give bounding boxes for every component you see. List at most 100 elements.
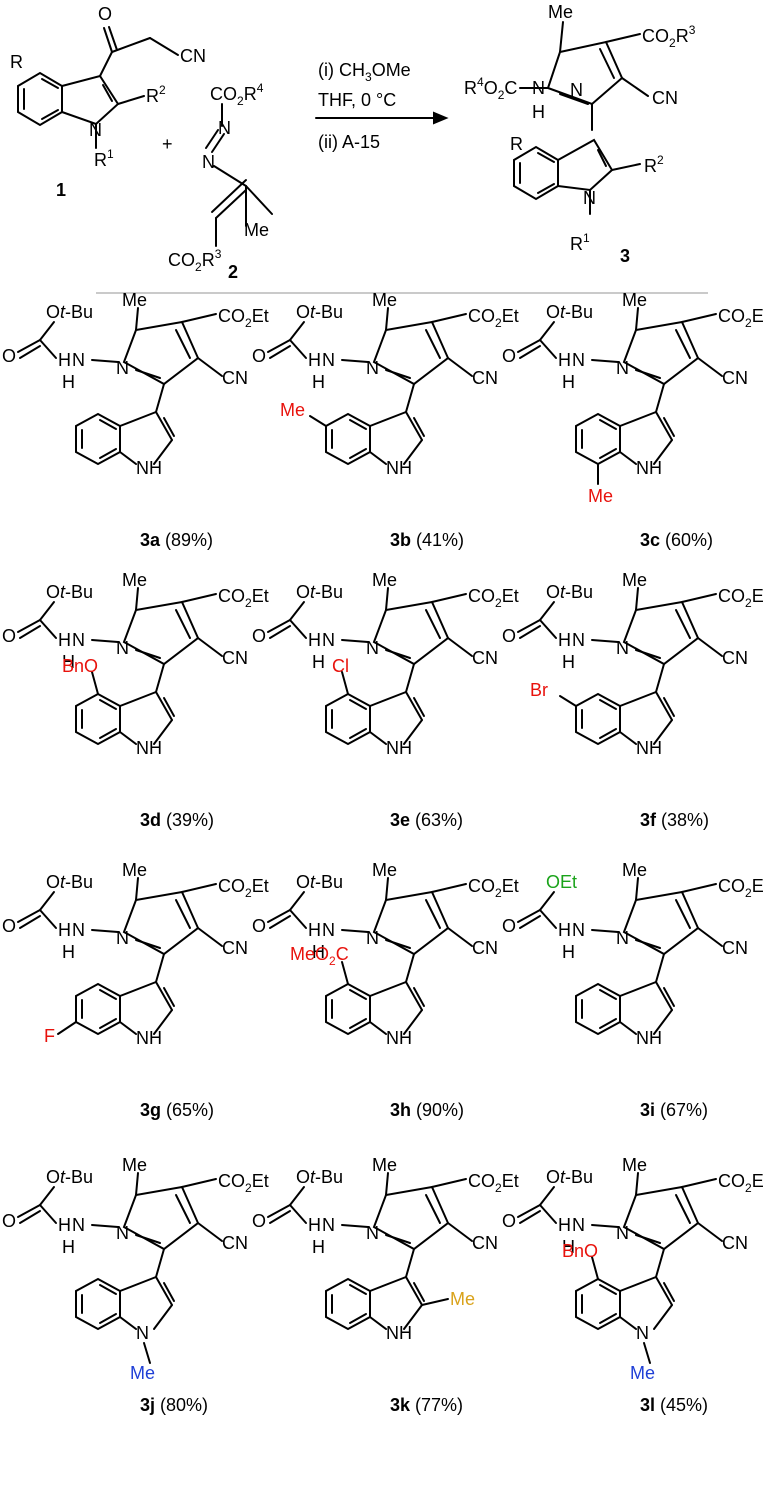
bond: [99, 1313, 117, 1324]
ester-otbu-label: Ot-Bu: [46, 1167, 93, 1187]
bond: [175, 1194, 191, 1224]
indole-bond: [403, 1009, 423, 1035]
carbonyl-o-label: O: [2, 626, 16, 646]
bond: [155, 663, 165, 693]
bond: [289, 891, 305, 911]
co2r3-label-3: CO2R3: [642, 23, 696, 50]
bond: [289, 909, 307, 929]
bond: [599, 1313, 617, 1324]
indole-double: [413, 1282, 425, 1302]
ester-co2et-label: CO2Et: [468, 1171, 519, 1195]
hydrazide-h-label: H: [62, 652, 75, 672]
hydrazide-h2-label: H: [308, 920, 321, 940]
pyrrole-ring: [372, 600, 450, 666]
bond: [197, 927, 223, 947]
bond: [155, 383, 165, 413]
indole-bond: [655, 691, 673, 721]
ester-otbu-label: Ot-Bu: [296, 1167, 343, 1187]
bond: [519, 345, 541, 359]
bond: [143, 1342, 151, 1364]
bond: [675, 899, 691, 929]
bond: [267, 619, 291, 633]
bond: [135, 877, 139, 901]
compound-2-label: 2: [228, 262, 238, 282]
bond: [559, 695, 577, 707]
bond: [447, 637, 473, 657]
bond: [635, 1172, 639, 1196]
bond: [39, 321, 55, 341]
indole-n-label: NH: [636, 738, 662, 758]
bond: [39, 909, 57, 929]
r-label: R: [10, 52, 23, 72]
bond: [349, 1284, 367, 1295]
bond: [517, 1204, 541, 1218]
yield-caption-3f: 3f (38%): [640, 810, 709, 830]
pyrrole-n-label: N: [616, 638, 629, 658]
indole-bond: [369, 691, 407, 707]
indole-n-label: NH: [636, 1028, 662, 1048]
bond: [591, 639, 619, 643]
bond: [643, 1342, 651, 1364]
indole-double: [413, 987, 425, 1007]
bond: [269, 1210, 291, 1224]
bond: [197, 637, 223, 657]
indole-bond: [655, 981, 673, 1011]
hydrazide-h2-label: H: [308, 630, 321, 650]
indole-n-label: NH: [386, 458, 412, 478]
carbonyl-o-label: O: [502, 346, 516, 366]
bond: [405, 1248, 415, 1278]
pyrrole-ring: [372, 320, 450, 386]
bond: [341, 639, 369, 643]
bond: [385, 877, 389, 901]
bond: [17, 909, 41, 923]
indole-bond: [653, 439, 673, 465]
bond: [591, 359, 619, 363]
ester-oet-label: OEt: [546, 872, 577, 892]
bond: [519, 625, 541, 639]
bond: [19, 625, 41, 639]
bond: [349, 1313, 367, 1324]
indole-n-label: N: [136, 1323, 149, 1343]
pyrrole-n-label: N: [366, 638, 379, 658]
bond: [385, 369, 411, 379]
indole-bond: [619, 411, 657, 427]
cn-label-3: CN: [652, 88, 678, 108]
bond: [175, 609, 191, 639]
bond: [619, 1021, 637, 1035]
indole-bond: [153, 439, 173, 465]
indole-bond: [119, 1276, 157, 1292]
bond: [635, 649, 661, 659]
substituent-c6-label: F: [44, 1026, 55, 1046]
pyrrole-n-label-3: N: [570, 80, 583, 100]
indole-bond: [403, 1304, 423, 1330]
pyrrole-ring: [622, 600, 700, 666]
ester-otbu-label: Ot-Bu: [296, 302, 343, 322]
pyrrole-n-label: N: [616, 358, 629, 378]
hydrazide-n-label: N: [322, 350, 335, 370]
carbonyl-o-label: O: [2, 1211, 16, 1231]
bond: [99, 728, 117, 739]
hydrazide-h2-label: H: [308, 1215, 321, 1235]
bond: [519, 915, 541, 929]
bond: [181, 593, 217, 603]
yield-caption-3k: 3k (77%): [390, 1395, 463, 1415]
compound-1-label: 1: [56, 180, 66, 200]
pyrrole-ring: [122, 320, 200, 386]
indole-bond: [619, 981, 657, 997]
bond: [635, 877, 639, 901]
bond: [591, 929, 619, 933]
co2r4-label: CO2R4: [210, 81, 264, 108]
bond: [349, 448, 367, 459]
compound-3-label: 3: [620, 246, 630, 266]
indole-double: [413, 417, 425, 437]
bond: [385, 939, 411, 949]
hydrazide-n-label: N: [322, 1215, 335, 1235]
bond: [289, 601, 305, 621]
ester-otbu-label: Ot-Bu: [296, 872, 343, 892]
indole-bond: [155, 1276, 173, 1306]
indole-double: [163, 987, 175, 1007]
ester-co2et-label: CO2Et: [218, 586, 269, 610]
bond: [517, 339, 541, 353]
